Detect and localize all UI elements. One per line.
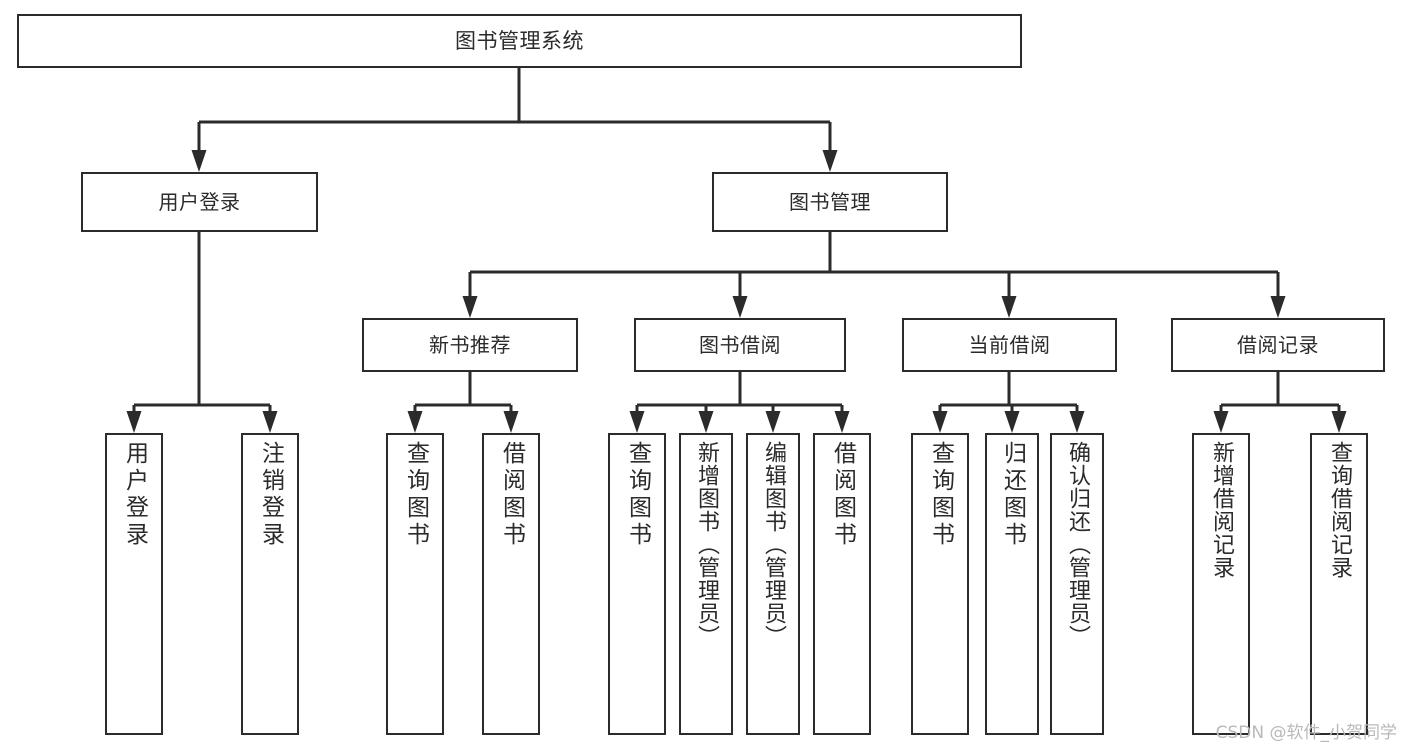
node-label: 用户登录 <box>121 441 148 549</box>
node-book-manage[interactable]: 图书管理 <box>712 172 948 232</box>
node-label: 图书借阅 <box>699 332 781 357</box>
node-label: 当前借阅 <box>968 332 1051 357</box>
arrow-root-0-head <box>191 150 207 172</box>
node-label: 新增借阅记录 <box>1209 441 1234 579</box>
node-book-borrow[interactable]: 图书借阅 <box>634 318 846 372</box>
node-label: 借阅图书 <box>829 441 856 549</box>
node-borrow-book-1[interactable]: 借阅图书 <box>482 433 540 735</box>
arrow-l3-1-head <box>732 296 748 318</box>
node-label: 归还图书 <box>999 441 1026 549</box>
node-label: 确认归还（管理员） <box>1065 441 1090 648</box>
arrow-leaf-2-3-head <box>834 411 850 433</box>
node-label: 图书管理系统 <box>455 28 584 53</box>
node-label: 用户登录 <box>158 189 241 214</box>
node-new-book-recommend[interactable]: 新书推荐 <box>362 318 578 372</box>
arrow-leaf-1-0-head <box>407 411 423 433</box>
arrow-leaf-1-1-head <box>503 411 519 433</box>
node-query-book-1[interactable]: 查询图书 <box>386 433 444 735</box>
node-label: 编辑图书（管理员） <box>761 441 786 648</box>
node-return-book[interactable]: 归还图书 <box>985 433 1039 735</box>
arrow-root-1-head <box>822 150 838 172</box>
arrow-leaf-2-1-head <box>698 411 714 433</box>
node-add-borrow-record[interactable]: 新增借阅记录 <box>1192 433 1250 735</box>
csdn-watermark: CSDN @软件_小贺同学 <box>1215 723 1397 743</box>
node-query-book-3[interactable]: 查询图书 <box>911 433 969 735</box>
node-label: 查询图书 <box>624 441 651 549</box>
arrow-leaf-4-1-head <box>1331 411 1347 433</box>
node-label: 查询图书 <box>402 441 429 549</box>
arrow-leaf-3-2-head <box>1069 411 1085 433</box>
node-query-borrow-record[interactable]: 查询借阅记录 <box>1310 433 1368 735</box>
arrow-leaf-2-0-head <box>629 411 645 433</box>
node-label: 借阅记录 <box>1237 332 1319 357</box>
node-label: 新增图书（管理员） <box>694 441 719 648</box>
node-label: 借阅图书 <box>498 441 525 549</box>
arrow-l3-2-head <box>1001 296 1017 318</box>
arrow-leaf-4-0-head <box>1213 411 1229 433</box>
node-label: 图书管理 <box>789 189 871 214</box>
node-label: 查询借阅记录 <box>1327 441 1352 579</box>
node-borrow-book-2[interactable]: 借阅图书 <box>813 433 871 735</box>
node-add-book-admin[interactable]: 新增图书（管理员） <box>679 433 733 735</box>
node-root-system[interactable]: 图书管理系统 <box>17 14 1022 68</box>
node-query-book-2[interactable]: 查询图书 <box>608 433 666 735</box>
node-label: 注销登录 <box>257 441 284 549</box>
node-edit-book-admin[interactable]: 编辑图书（管理员） <box>746 433 800 735</box>
node-borrow-record[interactable]: 借阅记录 <box>1171 318 1385 372</box>
arrow-l3-3-head <box>1270 296 1286 318</box>
node-user-logout[interactable]: 注销登录 <box>241 433 299 735</box>
arrow-leaf-3-1-head <box>1004 411 1020 433</box>
node-user-login[interactable]: 用户登录 <box>81 172 318 232</box>
node-current-borrow[interactable]: 当前借阅 <box>902 318 1117 372</box>
arrow-leaf-2-2-head <box>765 411 781 433</box>
arrow-leaf-0-1-head <box>262 411 278 433</box>
node-label: 新书推荐 <box>429 332 511 357</box>
arrow-leaf-0-0-head <box>126 411 142 433</box>
arrow-leaf-3-0-head <box>932 411 948 433</box>
node-confirm-return[interactable]: 确认归还（管理员） <box>1050 433 1104 735</box>
node-label: 查询图书 <box>927 441 954 549</box>
arrow-l3-0-head <box>462 296 478 318</box>
node-user-login[interactable]: 用户登录 <box>105 433 163 735</box>
